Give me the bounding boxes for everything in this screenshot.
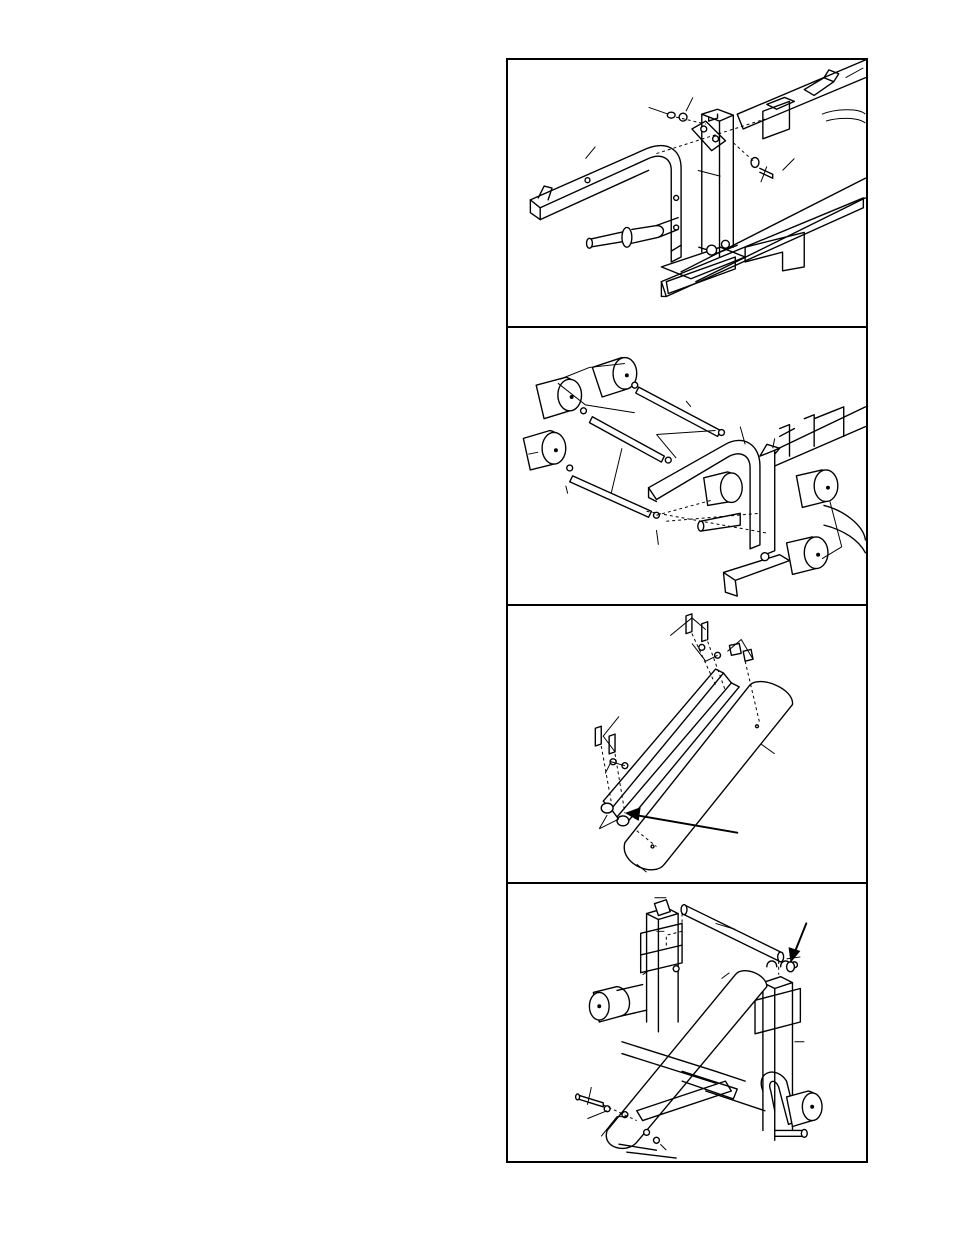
assembly-figure-4 [506, 882, 868, 1163]
foam-roller-illustration [508, 328, 866, 604]
left-text-column [60, 60, 480, 1160]
backrest-mount-illustration [508, 884, 866, 1161]
leg-lever-illustration [508, 60, 866, 326]
assembly-figure-2 [506, 326, 868, 606]
assembly-figure-1 [506, 58, 868, 328]
assembly-figure-3 [506, 604, 868, 884]
backrest-bracket-illustration [508, 606, 866, 882]
